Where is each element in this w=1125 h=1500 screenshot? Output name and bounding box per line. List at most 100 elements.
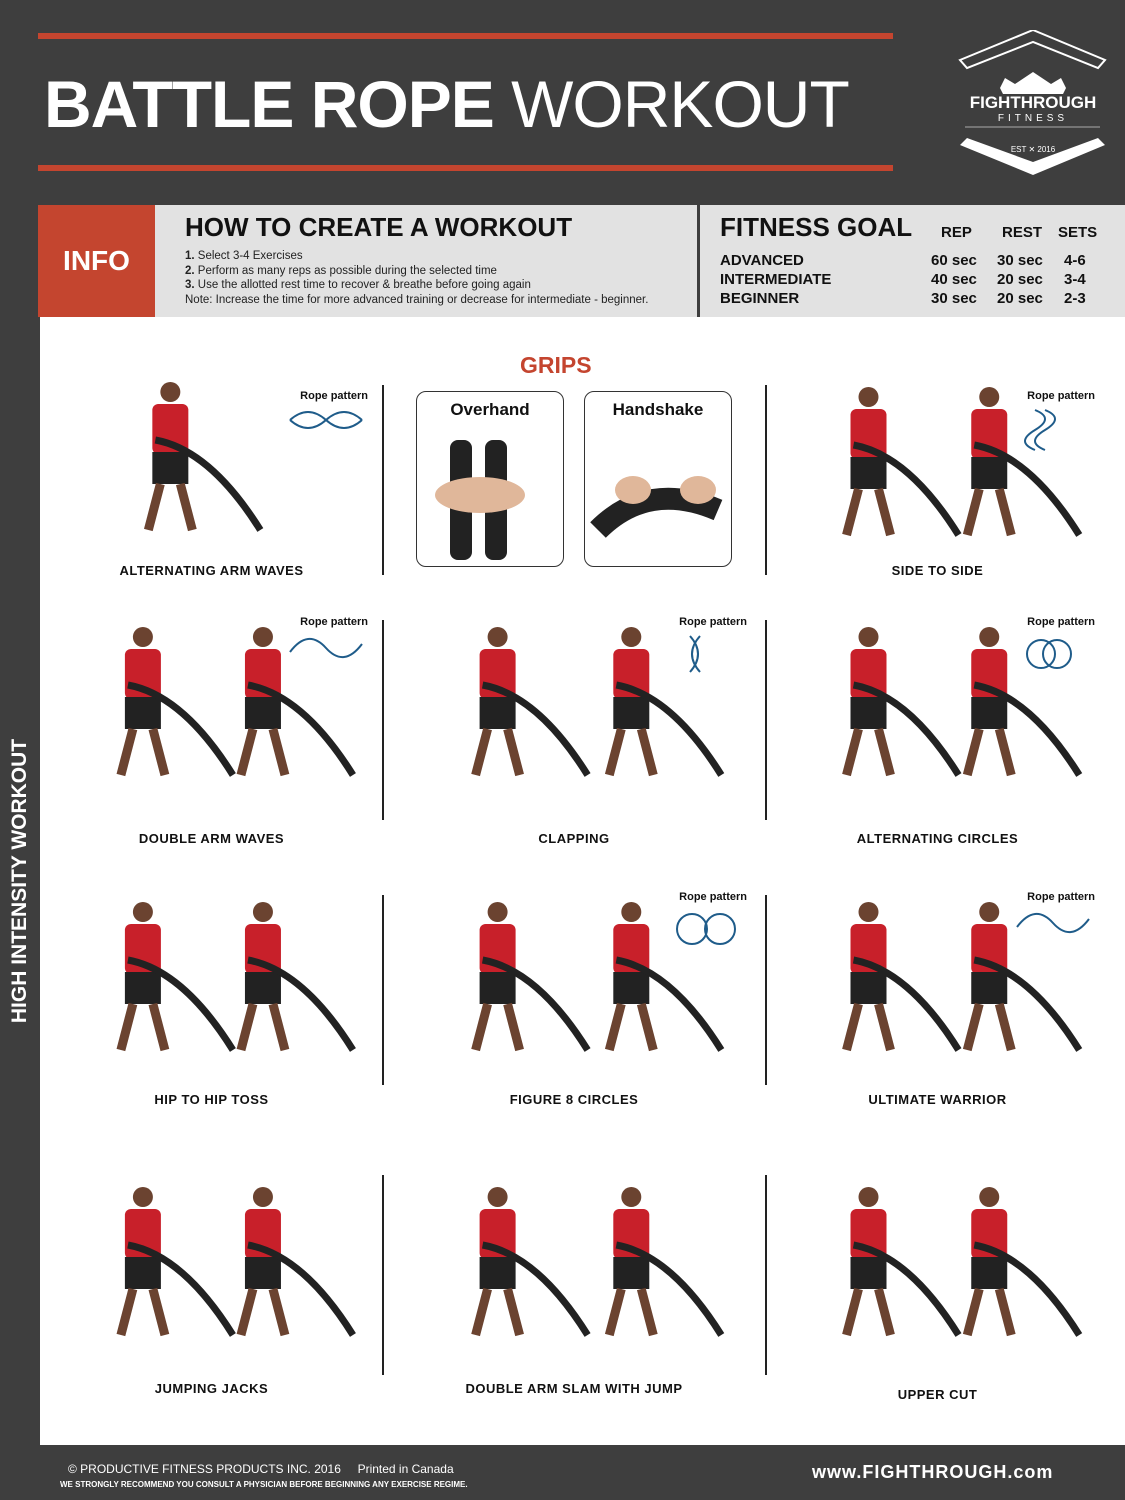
col-rep: REP: [941, 224, 972, 241]
note: Note: Increase the time for more advance…: [185, 293, 649, 306]
step-2: 2. Perform as many reps as possible duri…: [185, 264, 497, 277]
athlete-figure: [471, 1187, 591, 1337]
rope-pattern-icon: [676, 913, 736, 945]
rope-pattern-icon: [1024, 409, 1056, 451]
athlete-figure: [116, 1187, 236, 1337]
side-label: HIGH INTENSITY WORKOUT: [8, 738, 31, 1024]
svg-text:FIGHTHROUGH: FIGHTHROUGH: [970, 93, 1097, 112]
athlete-figure: [604, 902, 725, 1052]
exercise-name: DOUBLE ARM SLAM WITH JUMP: [465, 1381, 683, 1396]
exercise-name: SIDE TO SIDE: [891, 563, 984, 578]
disclaimer: WE STRONGLY RECOMMEND YOU CONSULT A PHYS…: [60, 1480, 468, 1489]
athlete-figure: [236, 627, 356, 777]
exercise-illustration: [143, 382, 264, 532]
divider: [765, 385, 767, 575]
exercise-name: ULTIMATE WARRIOR: [868, 1092, 1007, 1107]
rope-pattern-icon: [289, 411, 363, 429]
exercise-card: Rope pattern SIDE TO SIDE: [765, 370, 1110, 583]
rope-pattern-label: Rope pattern: [300, 390, 368, 402]
grips-title: GRIPS: [520, 352, 592, 378]
fitness-goal-title: FITNESS GOAL: [720, 212, 913, 242]
copyright: © PRODUCTIVE FITNESS PRODUCTS INC. 2016 …: [68, 1462, 454, 1476]
handshake-grip-illustration: [590, 476, 723, 539]
website-link[interactable]: www.FIGHTHROUGH.com: [812, 1462, 1054, 1482]
athlete-figure: [471, 902, 591, 1052]
athlete-figure: [604, 1187, 725, 1337]
athlete-figure: [962, 387, 1083, 537]
exercise-name: HIP TO HIP TOSS: [154, 1092, 269, 1107]
exercise-card: Rope pattern FIGURE 8 CIRCLES: [383, 885, 765, 1112]
exercise-card: DOUBLE ARM SLAM WITH JUMP: [383, 1170, 765, 1401]
exercise-card: Rope pattern ULTIMATE WARRIOR: [765, 885, 1110, 1112]
fighthrough-logo: FIGHTHROUGH FITNESS EST ✕ 2016: [945, 28, 1120, 180]
how-to-section: HOW TO CREATE A WORKOUT 1. Select 3-4 Ex…: [185, 212, 648, 307]
exercise-card: Rope pattern DOUBLE ARM WAVES: [40, 610, 383, 851]
athlete-figure: [842, 627, 962, 777]
athlete-figure: [962, 627, 1083, 777]
grip-handshake: Handshake: [584, 391, 732, 567]
info-band: [38, 205, 1125, 317]
athlete-figure: [604, 627, 725, 777]
divider: [382, 620, 384, 820]
exercise-illustration: [842, 902, 1083, 1052]
grip-overhand: Overhand: [416, 391, 564, 567]
exercise-name: ALTERNATING ARM WAVES: [119, 563, 304, 578]
rope-pattern-label: Rope pattern: [679, 891, 747, 903]
poster-title: BATTLE ROPE WORKOUT: [44, 67, 850, 141]
rope-pattern-icon: [1016, 913, 1090, 933]
col-rest: REST: [1002, 224, 1043, 241]
exercise-illustration: [116, 627, 356, 777]
exercise-illustration: [842, 627, 1083, 777]
divider: [765, 1175, 767, 1375]
athlete-figure: [842, 902, 962, 1052]
exercise-name: CLAPPING: [538, 831, 610, 846]
athlete-figure: [143, 382, 264, 532]
divider: [382, 895, 384, 1085]
exercise-card: UPPER CUT: [765, 1170, 1110, 1407]
athlete-figure: [842, 387, 962, 537]
printed-in: Printed in Canada: [357, 1462, 454, 1476]
divider: [382, 1175, 384, 1375]
divider: [765, 895, 767, 1085]
rope-pattern-label: Rope pattern: [1027, 616, 1095, 628]
svg-text:FITNESS: FITNESS: [998, 113, 1068, 124]
divider: [697, 205, 700, 317]
step-1: 1. Select 3-4 Exercises: [185, 250, 303, 262]
exercise-name: UPPER CUT: [897, 1387, 978, 1402]
rope-pattern-icon: [689, 635, 701, 673]
exercise-name: ALTERNATING CIRCLES: [856, 831, 1019, 846]
athlete-figure: [236, 902, 356, 1052]
athlete-figure: [116, 627, 236, 777]
bottom-red-line: [38, 165, 893, 171]
col-sets: SETS: [1058, 224, 1098, 241]
exercise-illustration: [471, 902, 725, 1052]
exercise-illustration: [116, 1187, 356, 1337]
overhand-grip-illustration: [435, 440, 525, 560]
exercise-illustration: [471, 627, 725, 777]
athlete-figure: [962, 1187, 1083, 1337]
how-to-title: HOW TO CREATE A WORKOUT: [185, 212, 573, 242]
athlete-figure: [236, 1187, 356, 1337]
athlete-figure: [116, 902, 236, 1052]
exercise-panel: [40, 317, 1125, 1445]
rope-pattern-icon: [289, 638, 363, 658]
athlete-figure: [962, 902, 1083, 1052]
athlete-figure: [842, 1187, 962, 1337]
info-tag: INFO: [38, 205, 155, 317]
exercise-name: DOUBLE ARM WAVES: [138, 831, 285, 846]
rope-pattern-label: Rope pattern: [679, 616, 747, 628]
exercise-card: Rope pattern ALTERNATING CIRCLES: [765, 610, 1110, 851]
exercise-card: HIP TO HIP TOSS: [40, 885, 383, 1112]
rope-pattern-label: Rope pattern: [1027, 390, 1095, 402]
exercise-illustration: [116, 902, 356, 1052]
exercise-illustration: [842, 1187, 1083, 1337]
svg-text:EST ✕ 2016: EST ✕ 2016: [1011, 145, 1056, 154]
rope-pattern-label: Rope pattern: [300, 616, 368, 628]
exercise-illustration: [471, 1187, 725, 1337]
exercise-card: JUMPING JACKS: [40, 1170, 383, 1401]
exercise-name: JUMPING JACKS: [154, 1381, 269, 1396]
athlete-figure: [471, 627, 591, 777]
exercise-illustration: [842, 387, 1083, 537]
step-3: 3. Use the allotted rest time to recover…: [185, 279, 531, 291]
